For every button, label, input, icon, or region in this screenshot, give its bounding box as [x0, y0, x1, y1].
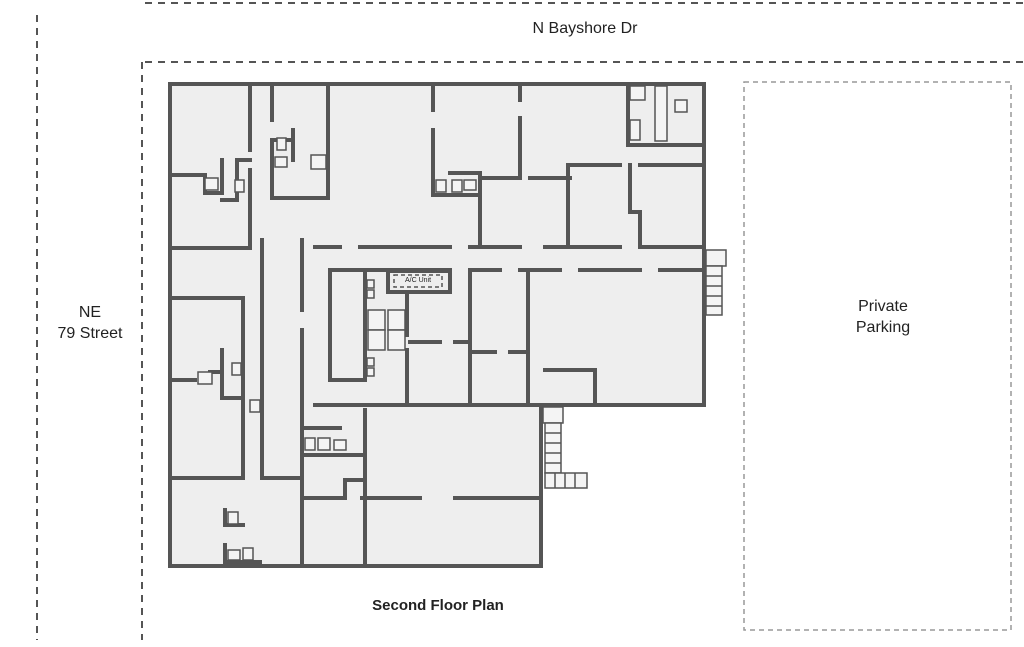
- parking-label-line1: Private: [858, 298, 908, 315]
- private-parking-area: [743, 81, 1012, 631]
- property-boundaries: [36, 2, 1024, 640]
- restroom-fixtures: [197, 85, 688, 561]
- stairs-south: [542, 406, 588, 489]
- street-label-79th: NE 79 Street: [40, 302, 140, 344]
- interior-walls: [168, 82, 706, 568]
- ac-unit-outline: [393, 274, 443, 288]
- ac-unit-label: A/C Unit: [404, 277, 432, 284]
- street-label-bayshore: N Bayshore Dr: [532, 20, 638, 37]
- parking-label: Private Parking: [823, 296, 943, 338]
- plan-title: Second Floor Plan: [372, 597, 504, 614]
- street-label-line1: NE: [78, 304, 102, 321]
- building-outline: [168, 82, 706, 568]
- street-label-line2: 79 Street: [57, 325, 123, 342]
- stairs-east: [705, 249, 727, 316]
- parking-label-line2: Parking: [855, 319, 911, 336]
